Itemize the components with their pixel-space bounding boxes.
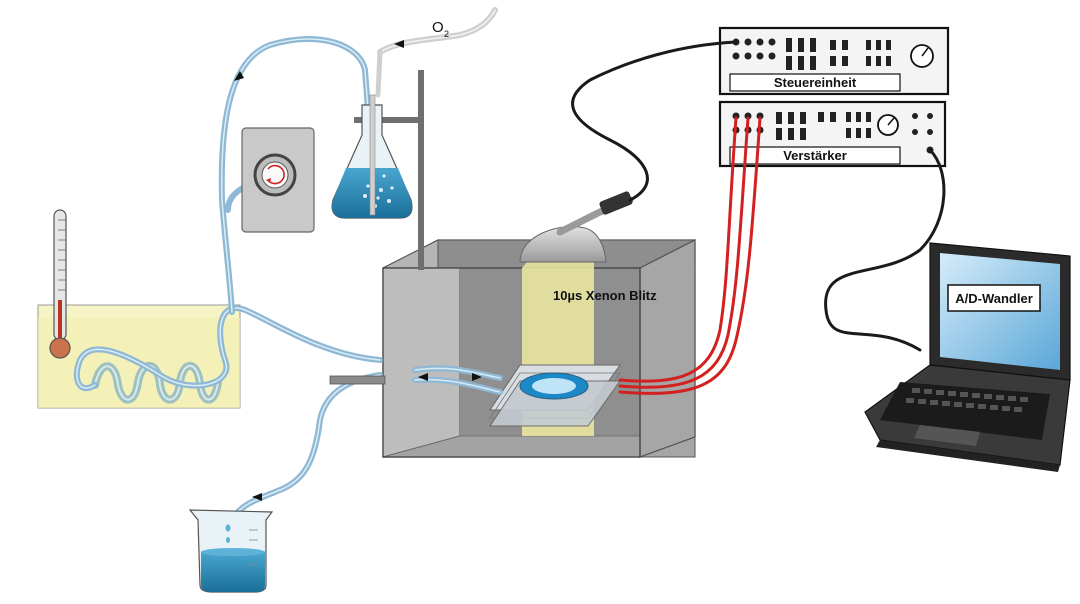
oxygen-subscript: 2: [444, 29, 449, 39]
flow-cell: [489, 364, 621, 427]
laptop: A/D-Wandler: [864, 242, 1071, 472]
chamber-support: [329, 375, 386, 385]
sample-chamber: [382, 239, 696, 458]
control-unit-label: Steuereinheit: [774, 75, 857, 90]
peristaltic-pump: [241, 127, 315, 233]
flow-arrow-icon: [252, 493, 262, 501]
flow-arrow-icon: [418, 373, 428, 381]
signal-cables: [571, 40, 946, 395]
converter-label: A/D-Wandler: [955, 291, 1033, 306]
oxygen-label: O: [432, 19, 444, 36]
amplifier: Verstärker: [718, 100, 947, 168]
waste-beaker: [188, 509, 274, 593]
flash-label: 10µs Xenon Blitz: [553, 288, 657, 303]
tubing: [73, 7, 498, 523]
lab-stand: [354, 70, 424, 270]
thermometer: [49, 209, 71, 359]
flow-arrow-icon: [472, 373, 482, 381]
flow-arrow-icon: [234, 71, 244, 81]
amplifier-label: Verstärker: [783, 148, 847, 163]
xenon-lamp: [519, 191, 634, 263]
erlenmeyer-flask: [331, 94, 413, 219]
flow-arrow-icon: [394, 40, 404, 48]
control-unit: Steuereinheit: [718, 26, 950, 96]
